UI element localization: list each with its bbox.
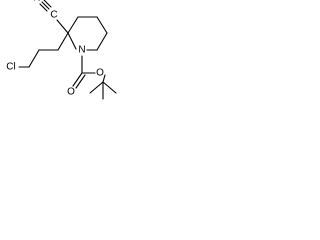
atom-label-nitrile-nitrogen: N — [33, 0, 40, 4]
atom-label-ring-nitrogen: N — [78, 45, 85, 56]
atom-label-ester-oxygen: O — [96, 68, 104, 79]
bond-carbonyl-o-2 — [75, 74, 86, 89]
atom-label-carbonyl-oxygen: O — [67, 87, 75, 98]
bond-c2-ch2a — [57, 32, 69, 51]
atom-label-chlorine: Cl — [6, 62, 15, 73]
bond-ring-c2-c3 — [67, 16, 79, 34]
bond-nitrile-triple-2 — [43, 0, 52, 8]
bond-ring-n-c2 — [67, 32, 77, 50]
bond-ring-c4-c5 — [96, 16, 108, 34]
bond-ring-c5-c6 — [96, 32, 108, 51]
bond-nitrile-triple-1 — [41, 1, 50, 10]
bond-ch2b-ch2c — [28, 49, 40, 68]
bond-nitrile-triple-3 — [39, 3, 48, 12]
molecule-diagram: C N Cl N O O — [0, 0, 120, 112]
bond-c2-cn — [56, 19, 69, 34]
bond-tbu-methyl-2 — [89, 81, 104, 94]
bond-ester-o-tbu — [102, 74, 106, 83]
bond-carbonyl-o-1 — [72, 72, 83, 87]
structure-canvas: C N Cl N O O — [6, 0, 117, 100]
bond-tbu-methyl-3 — [102, 81, 117, 94]
atom-label-nitrile-carbon: C — [50, 10, 57, 21]
